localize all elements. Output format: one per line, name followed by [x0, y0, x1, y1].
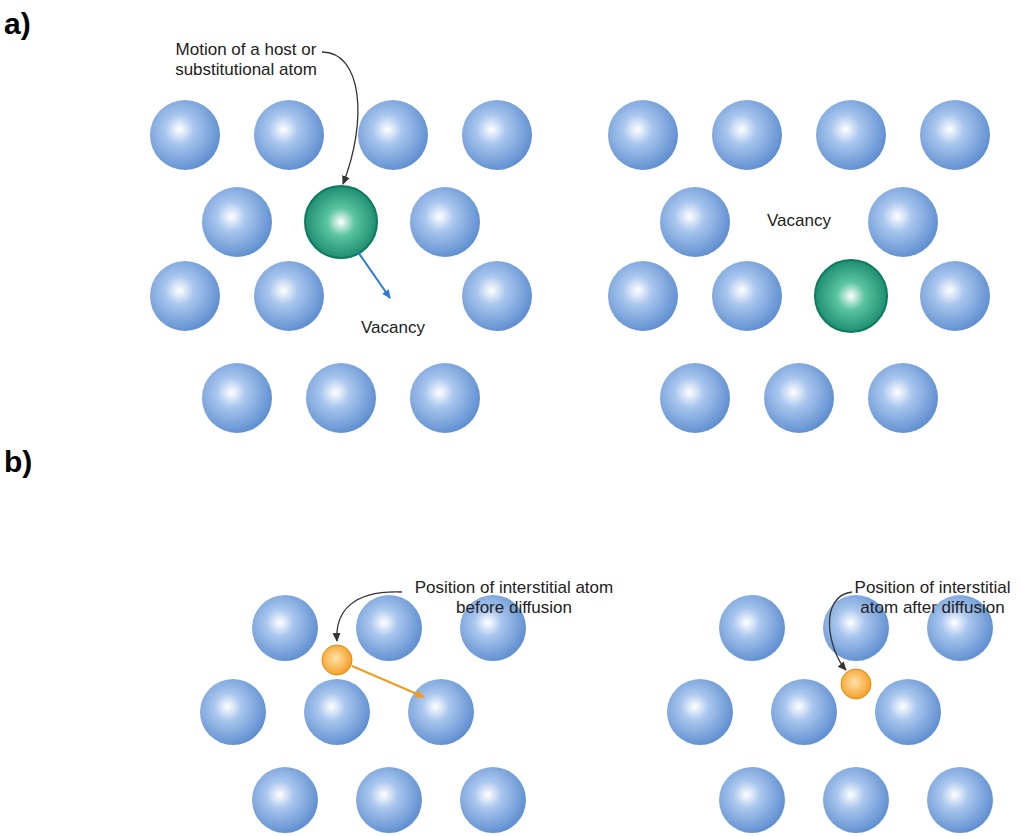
motion-arrow — [358, 252, 390, 298]
callout-text: Position of interstitial atom after diff… — [850, 578, 1015, 619]
panel-letter: b) — [4, 444, 32, 480]
panel-letter: a) — [4, 6, 31, 42]
interstitial-atom — [322, 645, 352, 675]
vacancy-label: Vacancy — [359, 318, 427, 338]
vacancy-label: Vacancy — [765, 211, 833, 231]
motion-arrow — [352, 666, 424, 697]
callout-text: Position of interstitial atom before dif… — [407, 578, 622, 619]
callout-text: Motion of a host or substitutional atom — [156, 40, 336, 81]
leader-line — [337, 592, 402, 641]
leader-line — [322, 52, 358, 184]
substitutional-atom — [305, 186, 377, 258]
host-atoms — [200, 595, 526, 833]
host-atoms — [150, 100, 532, 433]
leader-line — [829, 592, 852, 670]
host-atoms — [608, 100, 990, 433]
interstitial-atom — [841, 669, 871, 699]
substitutional-atom — [815, 260, 887, 332]
